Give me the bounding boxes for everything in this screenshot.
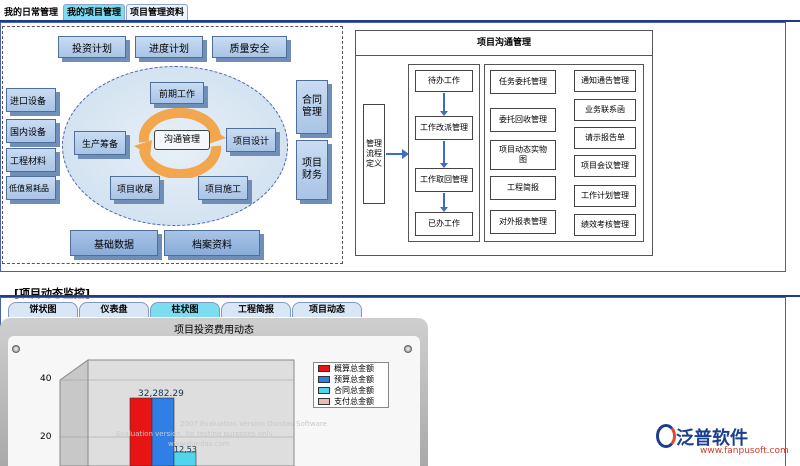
flow-request-report[interactable]: 请示报告单 xyxy=(574,127,636,149)
flow-reassign-management[interactable]: 工作改派管理 xyxy=(415,116,473,140)
legend-item-contract: 合同总金额 xyxy=(314,385,388,396)
top-tab-bar: 我的日常管理 我的项目管理 项目管理资料 xyxy=(0,4,189,20)
module-project-finance[interactable]: 项目财务 xyxy=(296,140,328,200)
flow-task-delegation[interactable]: 任务委托管理 xyxy=(490,70,556,94)
stage-preliminary[interactable]: 前期工作 xyxy=(150,82,204,104)
chart-legend: 概算总金额 预算总金额 合同总金额 支付总金额 xyxy=(313,362,389,408)
monitor-divider xyxy=(0,295,800,297)
panel-screw-left xyxy=(12,345,20,353)
flow-delegation-recall[interactable]: 委托回收管理 xyxy=(490,108,556,132)
monitor-tab-bar: 饼状图 仪表盘 柱状图 工程简报 项目动态 xyxy=(8,302,363,317)
flow-performance[interactable]: 绩效考核管理 xyxy=(574,214,636,236)
flow-arrow-right-head xyxy=(402,149,409,159)
module-invest-plan[interactable]: 投资计划 xyxy=(58,36,126,58)
stage-production-prep[interactable]: 生产筹备 xyxy=(74,131,126,155)
bar-budget xyxy=(151,397,175,466)
top-divider xyxy=(0,20,800,22)
legend-swatch xyxy=(318,398,330,405)
chart-title: 项目投资费用动态 xyxy=(174,325,254,336)
flow-engineering-brief[interactable]: 工程简报 xyxy=(490,176,556,200)
module-schedule-plan[interactable]: 进度计划 xyxy=(135,36,203,58)
module-contract-management[interactable]: 合同管理 xyxy=(296,80,328,134)
brand-name: 泛普软件 xyxy=(676,428,748,449)
stage-closing[interactable]: 项目收尾 xyxy=(110,176,160,200)
bar-contract xyxy=(173,451,197,466)
flow-retrieve-management[interactable]: 工作取回管理 xyxy=(415,168,473,192)
tab-project[interactable]: 我的项目管理 xyxy=(63,4,126,20)
module-quality-safety[interactable]: 质量安全 xyxy=(212,36,287,58)
cycle-arrows-graphic xyxy=(134,107,226,178)
flow-project-photos[interactable]: 项目动态实物图 xyxy=(490,140,556,170)
tab-daily[interactable]: 我的日常管理 xyxy=(0,4,63,20)
flow-arrow-right xyxy=(386,153,404,155)
flow-business-letter[interactable]: 业务联系函 xyxy=(574,99,636,121)
plot-back-wall xyxy=(87,359,295,466)
stage-design[interactable]: 项目设计 xyxy=(226,128,276,152)
flow-notices[interactable]: 通知通告管理 xyxy=(574,70,636,92)
tab-gauge[interactable]: 仪表盘 xyxy=(79,302,149,317)
legend-item-budget-estimate: 概算总金额 xyxy=(314,363,388,374)
tab-pie-chart[interactable]: 饼状图 xyxy=(8,302,78,317)
module-low-value-goods[interactable]: 低值易耗品 xyxy=(6,176,56,200)
tab-engineering-brief[interactable]: 工程简报 xyxy=(221,302,291,317)
y-tick-20: 20 xyxy=(40,432,52,442)
bar-data-label-2: 12,53 xyxy=(174,445,197,454)
main-frame xyxy=(0,22,786,272)
flow-arrow-down-3 xyxy=(440,193,448,212)
module-domestic-equipment[interactable]: 国内设备 xyxy=(6,119,56,143)
bar-data-label: 32,282.29 xyxy=(138,389,184,399)
watermark-line-2: Evaluation version, for testing purposes… xyxy=(116,430,273,438)
brand-logo-icon xyxy=(656,424,676,448)
tab-project-dynamics[interactable]: 项目动态 xyxy=(292,302,362,317)
legend-swatch xyxy=(318,376,330,383)
communication-center[interactable]: 沟通管理 xyxy=(154,130,210,150)
stage-construction[interactable]: 项目施工 xyxy=(198,176,248,200)
panel-screw-right xyxy=(404,345,412,353)
flow-column-2 xyxy=(484,64,644,242)
legend-swatch xyxy=(318,387,330,394)
flow-meeting-management[interactable]: 项目会议管理 xyxy=(574,155,636,177)
y-tick-40: 40 xyxy=(40,374,52,384)
module-import-equipment[interactable]: 进口设备 xyxy=(6,88,56,112)
communication-flow-panel xyxy=(355,30,653,256)
flow-external-reports[interactable]: 对外报表管理 xyxy=(490,210,556,234)
flow-title: 项目沟通管理 xyxy=(355,30,653,56)
flow-completed-work[interactable]: 已办工作 xyxy=(415,212,473,236)
flow-pending-work[interactable]: 待办工作 xyxy=(415,70,473,92)
module-engineering-material[interactable]: 工程材料 xyxy=(6,148,56,172)
flow-definition[interactable]: 管理流程定义 xyxy=(363,104,385,204)
plot-side-wall xyxy=(59,359,89,466)
module-archives[interactable]: 档案资料 xyxy=(164,230,260,256)
flow-arrow-down-1 xyxy=(440,93,448,116)
watermark-line-3: www.dundas.com xyxy=(168,440,230,448)
tab-bar-chart[interactable]: 柱状图 xyxy=(150,302,220,317)
flow-arrow-down-2 xyxy=(440,141,448,168)
brand-url: www.fanpusoft.com xyxy=(700,446,789,456)
module-basic-data[interactable]: 基础数据 xyxy=(70,230,158,256)
watermark-line-1: 2007 Evaluation Version Dundas Software xyxy=(180,420,327,428)
legend-swatch xyxy=(318,365,330,372)
flow-column-1 xyxy=(408,64,480,242)
legend-item-payment: 支付总金额 xyxy=(314,396,388,407)
module-diagram xyxy=(2,26,343,264)
flow-work-plan[interactable]: 工作计划管理 xyxy=(574,185,636,207)
legend-item-budget: 预算总金额 xyxy=(314,374,388,385)
tab-materials[interactable]: 项目管理资料 xyxy=(126,4,189,20)
bar-chart-plot xyxy=(59,359,295,466)
